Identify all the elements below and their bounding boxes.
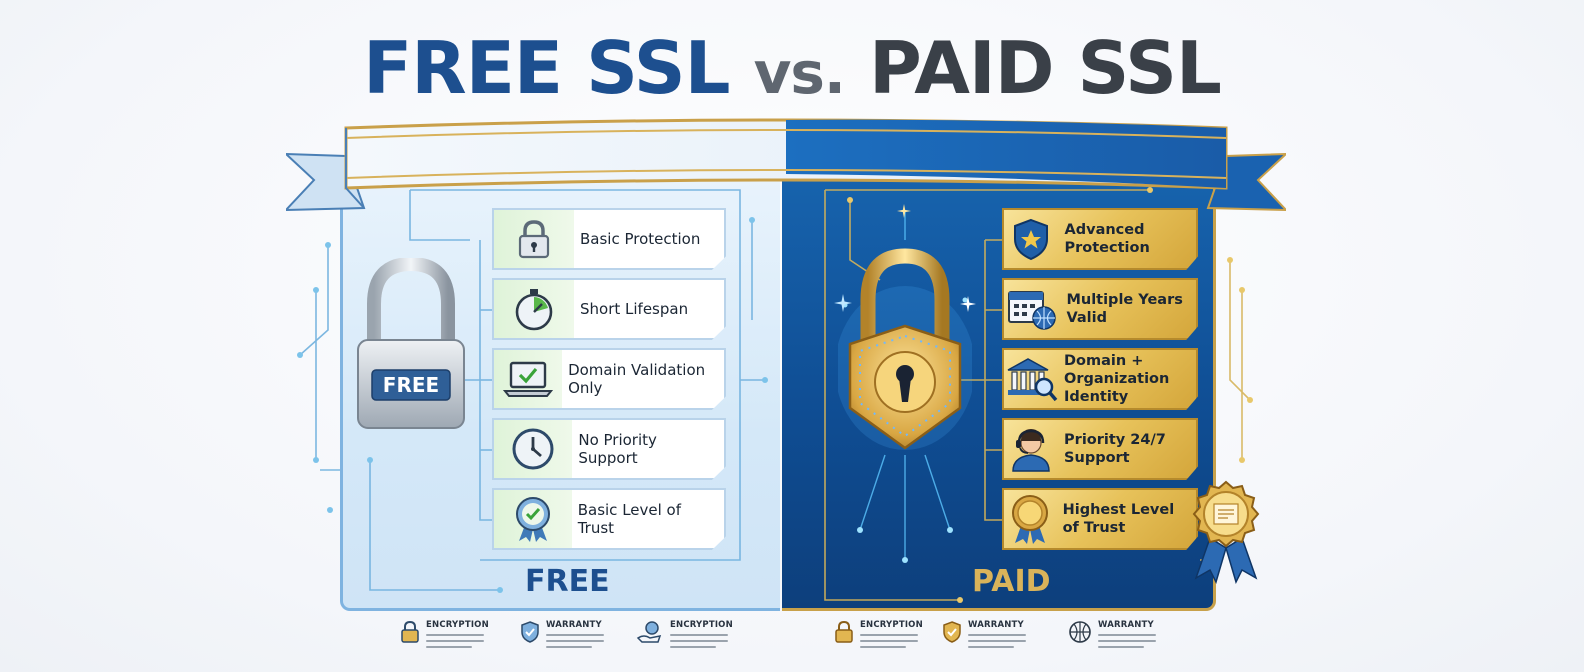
title-free: FREE SSL — [363, 26, 730, 110]
free-panel-label: FREE — [525, 564, 610, 599]
footer-title: ENCRYPTION — [860, 620, 923, 630]
padlock-icon — [401, 620, 419, 643]
footer-title: WARRANTY — [1098, 620, 1154, 630]
award-check-icon — [494, 490, 572, 548]
free-feature-label: Basic Level of Trust — [577, 501, 682, 537]
hand-coin-icon — [636, 621, 662, 643]
footer-title: ENCRYPTION — [670, 620, 733, 630]
free-feature-label: No Priority Support — [578, 431, 657, 467]
page-title: FREE SSL vs. PAID SSL — [0, 28, 1584, 113]
free-feature-label: Short Lifespan — [580, 300, 689, 318]
paid-gold-padlock-icon — [838, 248, 972, 450]
free-feature-label: Basic Protection — [580, 230, 701, 248]
paid-feature-card: Domain + Organization Identity — [1002, 348, 1198, 410]
title-vs: vs. — [753, 39, 846, 107]
footer-item: WARRANTY — [942, 620, 1026, 660]
footer-title: WARRANTY — [968, 620, 1024, 630]
paid-feature-label: Highest Level of Trust — [1062, 502, 1175, 536]
support-agent-icon — [1004, 420, 1058, 478]
footer-item: ENCRYPTION — [834, 620, 923, 660]
footer-item: WARRANTY — [520, 620, 604, 660]
footer-item: WARRANTY — [1068, 620, 1156, 660]
paid-feature-card: Multiple Years Valid — [1002, 278, 1198, 340]
padlock-icon — [494, 210, 574, 268]
free-feature-label: Domain Validation Only — [568, 361, 706, 397]
sparkle-icon — [960, 296, 976, 312]
laptop-check-icon — [494, 350, 563, 408]
paid-panel-label: PAID — [972, 564, 1051, 599]
clock-icon — [494, 420, 573, 478]
title-paid: PAID SSL — [869, 26, 1222, 110]
certificate-badge-icon — [1192, 480, 1260, 584]
paid-feature-label: Priority 24/7 Support — [1064, 432, 1166, 466]
footer-title: ENCRYPTION — [426, 620, 489, 630]
shield-check-icon — [521, 621, 539, 643]
free-lock-label: FREE — [383, 373, 439, 397]
footer-title: WARRANTY — [546, 620, 602, 630]
free-feature-card: Basic Protection — [492, 208, 726, 270]
paid-feature-card: Advanced Protection — [1002, 208, 1198, 270]
calendar-globe-icon — [1004, 280, 1060, 338]
shield-check-icon — [943, 621, 961, 643]
footer-item: ENCRYPTION — [636, 620, 733, 660]
shield-star-icon — [1004, 210, 1059, 268]
free-feature-card: No Priority Support — [492, 418, 726, 480]
free-feature-card: Short Lifespan — [492, 278, 726, 340]
ribbon-banner — [286, 118, 1286, 212]
sparkle-icon — [834, 294, 852, 312]
paid-feature-label: Multiple Years Valid — [1066, 292, 1183, 326]
paid-feature-card: Priority 24/7 Support — [1002, 418, 1198, 480]
paid-feature-label: Domain + Organization Identity — [1064, 353, 1170, 405]
paid-feature-card: Highest Level of Trust — [1002, 488, 1198, 550]
gold-medal-icon — [1004, 490, 1057, 548]
paid-feature-label: Advanced Protection — [1064, 222, 1150, 256]
bank-search-icon — [1004, 350, 1058, 408]
sparkle-icon — [897, 204, 911, 218]
stopwatch-icon — [494, 280, 574, 338]
free-padlock-icon: FREE — [357, 258, 465, 429]
globe-icon — [1069, 621, 1091, 643]
footer-item: ENCRYPTION — [400, 620, 489, 660]
padlock-icon — [835, 620, 853, 643]
free-feature-card: Domain Validation Only — [492, 348, 726, 410]
free-feature-card: Basic Level of Trust — [492, 488, 726, 550]
